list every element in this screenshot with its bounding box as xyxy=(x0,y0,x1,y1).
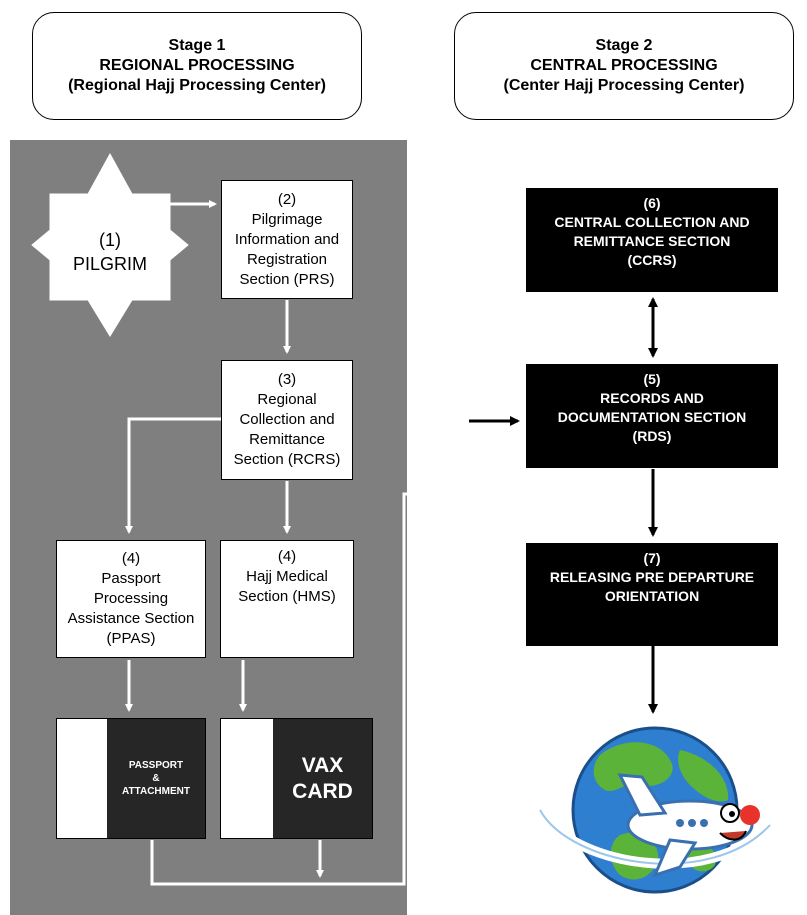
passport-card-line1: PASSPORT xyxy=(128,760,184,771)
ppas-number: (4) xyxy=(121,550,141,567)
line-bottom-to-right xyxy=(318,492,432,886)
prs-box: (2) Pilgrimage Information and Registrat… xyxy=(221,180,353,299)
airplane-icon xyxy=(617,773,760,878)
rds-line3: (RDS) xyxy=(632,428,672,444)
hms-box: (4) Hajj Medical Section (HMS) xyxy=(220,540,354,658)
ppas-line4: (PPAS) xyxy=(106,630,156,647)
rcrs-line1: Regional xyxy=(257,391,317,408)
prs-number: (2) xyxy=(277,190,297,208)
rds-line1: RECORDS AND xyxy=(600,390,704,406)
ccrs-line2: REMITTANCE SECTION xyxy=(573,233,731,249)
releasing-box: (7) RELEASING PRE DEPARTURE ORIENTATION xyxy=(526,543,778,646)
rcrs-box: (3) Regional Collection and Remittance S… xyxy=(221,360,353,480)
releasing-line1: RELEASING PRE DEPARTURE xyxy=(549,569,755,585)
passport-card-dark: PASSPORT & ATTACHMENT xyxy=(107,719,205,838)
vax-card-line1: VAX xyxy=(301,753,344,777)
ccrs-line3: (CCRS) xyxy=(627,252,677,268)
rcrs-line3: Remittance xyxy=(249,431,325,448)
ppas-line2: Processing xyxy=(93,590,169,607)
stage1-header: Stage 1 REGIONAL PROCESSING (Regional Ha… xyxy=(32,12,362,120)
passport-attachment-card: PASSPORT & ATTACHMENT xyxy=(56,718,206,839)
arrow-rcrs-to-ppas xyxy=(125,417,221,534)
globe-airplane-illustration xyxy=(535,726,774,894)
hms-line1: Hajj Medical xyxy=(246,568,328,585)
stage2-subtitle: CENTRAL PROCESSING xyxy=(530,57,718,74)
ppas-line3: Assistance Section xyxy=(67,610,195,627)
rds-number: (5) xyxy=(643,371,661,387)
vax-card: VAX CARD xyxy=(220,718,373,839)
stage1-subtitle: REGIONAL PROCESSING xyxy=(99,57,295,74)
rcrs-number: (3) xyxy=(277,371,297,388)
releasing-number: (7) xyxy=(643,550,661,566)
prs-line1: Pilgrimage xyxy=(251,210,323,228)
ccrs-line1: CENTRAL COLLECTION AND xyxy=(554,214,750,230)
ccrs-box: (6) CENTRAL COLLECTION AND REMITTANCE SE… xyxy=(526,188,778,292)
stage2-title: Stage 2 xyxy=(595,37,653,54)
passport-card-line2: & xyxy=(152,773,160,784)
stage1-center: (Regional Hajj Processing Center) xyxy=(68,77,326,94)
stage2-header: Stage 2 CENTRAL PROCESSING (Center Hajj … xyxy=(454,12,794,120)
pilgrim-number: (1) xyxy=(99,230,121,250)
ppas-line1: Passport xyxy=(101,570,161,587)
stage1-title: Stage 1 xyxy=(168,37,226,54)
rcrs-line2: Collection and xyxy=(239,411,335,428)
prs-line3: Registration xyxy=(246,250,328,268)
hms-line2: Section (HMS) xyxy=(238,588,336,605)
rds-box: (5) RECORDS AND DOCUMENTATION SECTION (R… xyxy=(526,364,778,468)
pilgrim-label: PILGRIM xyxy=(72,254,147,274)
stage2-center: (Center Hajj Processing Center) xyxy=(503,77,745,94)
passport-card-white xyxy=(57,719,107,838)
prs-line2: Information and xyxy=(234,230,340,248)
vax-card-white xyxy=(221,719,273,838)
prs-line4: Section (PRS) xyxy=(239,270,335,288)
vax-card-line2: CARD xyxy=(292,779,353,803)
rds-line2: DOCUMENTATION SECTION xyxy=(557,409,747,425)
pilgrim-star-shape xyxy=(31,152,189,337)
releasing-line2: ORIENTATION xyxy=(604,588,700,604)
vax-card-dark: VAX CARD xyxy=(273,719,372,838)
ppas-box: (4) Passport Processing Assistance Secti… xyxy=(56,540,206,658)
rcrs-line4: Section (RCRS) xyxy=(233,451,341,468)
hms-number: (4) xyxy=(277,548,297,565)
line-passport-to-bottom xyxy=(150,840,318,886)
pilgrim-node: (1) PILGRIM xyxy=(55,228,165,276)
ccrs-number: (6) xyxy=(643,195,661,211)
passport-card-line3: ATTACHMENT xyxy=(122,786,190,797)
